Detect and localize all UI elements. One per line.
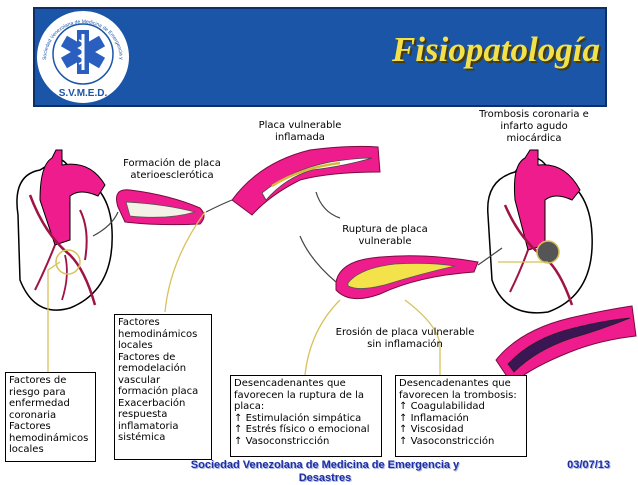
box-line: favorecen la trombosis: xyxy=(399,389,517,401)
footer-line1: Sociedad Venezolana de Medicina de Emerg… xyxy=(190,459,460,471)
logo-text: S.V.M.E.D. xyxy=(59,88,108,99)
arrow-up-icon: ↑ xyxy=(234,412,243,424)
footer-date: 03/07/13 xyxy=(567,459,610,471)
box-item: ↑ Viscosidad xyxy=(399,424,464,435)
box-line: coronaria xyxy=(9,409,57,421)
box-line: Factores xyxy=(9,421,51,432)
label-formacion-placa: Formación de placa aterioesclerótica xyxy=(123,158,221,181)
label-erosion-placa: Erosión de placa vulnerable sin inflamac… xyxy=(335,327,475,350)
box-line: formación placa xyxy=(118,386,199,397)
label-placa-vulnerable: Placa vulnerable inflamada xyxy=(258,120,342,143)
box-line: respuesta xyxy=(118,409,168,420)
arrow-up-icon: ↑ xyxy=(399,412,408,424)
box-item: ↑ Estimulación simpática xyxy=(234,412,362,424)
box-line: hemodinámicos xyxy=(118,328,198,340)
footer-organization: Sociedad Venezolana de Medicina de Emerg… xyxy=(190,459,460,485)
arrow-up-icon: ↑ xyxy=(234,435,243,447)
box-line: vascular xyxy=(118,374,161,386)
box-line: Factores de xyxy=(118,351,176,363)
box-line: locales xyxy=(118,340,153,351)
box-item: ↑ Estrés físico o emocional xyxy=(234,424,370,435)
box-factores-riesgo: Factores de riesgo para enfermedad coron… xyxy=(5,372,96,462)
box-line: Desencadenantes que xyxy=(399,378,511,389)
arrow-up-icon: ↑ xyxy=(399,435,408,447)
box-line: enfermedad xyxy=(9,398,70,409)
box-line: locales xyxy=(9,444,44,455)
box-line: Exacerbación xyxy=(118,397,186,409)
label-trombosis: Trombosis coronaria e infarto agudo mioc… xyxy=(479,109,589,144)
box-line: hemodinámicos xyxy=(9,432,89,444)
vessel-thrombosis xyxy=(495,305,637,385)
box-item: ↑ Coagulabilidad xyxy=(399,401,485,412)
label-ruptura-placa: Ruptura de placa vulnerable xyxy=(342,224,428,247)
box-item: ↑ Vasoconstricción xyxy=(399,435,495,447)
left-heart-illustration xyxy=(16,149,113,311)
arrow-up-icon: ↑ xyxy=(399,424,408,435)
box-line: remodelación xyxy=(118,363,187,374)
box-factores-hemodinamicos: Factores hemodinámicos locales Factores … xyxy=(114,314,212,460)
box-line: Factores xyxy=(118,317,160,328)
box-line: favorecen la ruptura de la xyxy=(234,389,365,401)
box-line: Desencadenantes que xyxy=(234,378,346,389)
arrow-up-icon: ↑ xyxy=(399,401,408,412)
vessel-rupture xyxy=(335,255,479,300)
box-line: riesgo para xyxy=(9,386,66,398)
vessel-vulnerable xyxy=(231,145,381,216)
box-item: ↑ Inflamación xyxy=(399,412,469,424)
right-heart-illustration xyxy=(487,149,593,314)
box-line: sistémica xyxy=(118,432,166,443)
arrow-up-icon: ↑ xyxy=(234,424,243,435)
box-desencadenantes-trombosis: Desencadenantes que favorecen la trombos… xyxy=(395,375,527,457)
box-line: inflamatoria xyxy=(118,420,179,432)
svmed-logo: S.V.M.E.D. Sociedad Venezolana de Medici… xyxy=(34,8,132,106)
box-desencadenantes-ruptura: Desencadenantes que favorecen la ruptura… xyxy=(230,375,382,457)
page-title: Fisiopatología xyxy=(391,30,600,69)
box-item: ↑ Vasoconstricción xyxy=(234,435,330,447)
box-line: placa: xyxy=(234,401,265,412)
box-line: Factores de xyxy=(9,375,67,386)
vessel-formation xyxy=(116,189,205,226)
